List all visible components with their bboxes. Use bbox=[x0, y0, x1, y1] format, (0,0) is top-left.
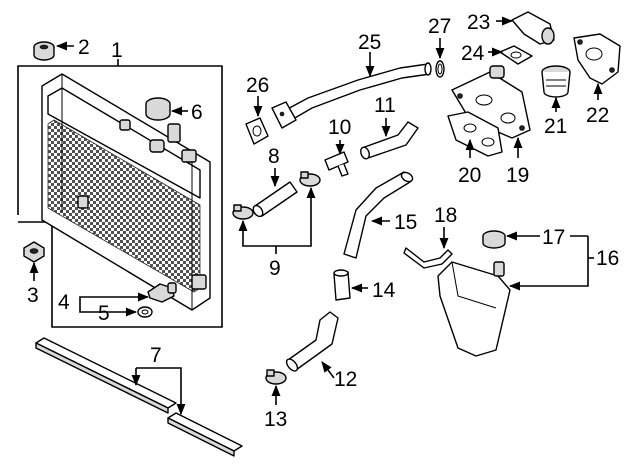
part-21-thermostat: 21 bbox=[541, 65, 571, 138]
callout-3: 3 bbox=[27, 284, 39, 307]
leader-line-16 bbox=[508, 236, 589, 291]
leader-line-12 bbox=[321, 361, 335, 379]
part-5-o-ring: 5 bbox=[79, 300, 153, 325]
callout-12: 12 bbox=[334, 368, 357, 391]
seal-strip-lower bbox=[167, 412, 243, 452]
part-9-hose-clamps: 9 bbox=[232, 171, 321, 280]
callout-23: 23 bbox=[467, 11, 490, 34]
callout-5: 5 bbox=[98, 302, 110, 325]
callout-17: 17 bbox=[542, 226, 565, 249]
callout-19: 19 bbox=[506, 164, 529, 187]
part-27-o-ring: 27 bbox=[428, 15, 451, 78]
part-25-bypass-pipe: 25 bbox=[271, 31, 432, 129]
leader-line-9a bbox=[238, 219, 276, 247]
part-19-thermostat-housing: 19 bbox=[451, 65, 531, 187]
callout-4: 4 bbox=[58, 291, 70, 314]
callout-14: 14 bbox=[372, 279, 396, 302]
part-6-radiator-cap: 6 bbox=[145, 97, 203, 124]
part-20-gasket: 20 bbox=[447, 111, 503, 187]
part-8-hose: 8 bbox=[252, 145, 298, 218]
callout-8: 8 bbox=[268, 145, 280, 168]
callout-27: 27 bbox=[428, 15, 451, 38]
part-24-outlet-gasket: 24 bbox=[461, 42, 533, 65]
callout-26: 26 bbox=[246, 74, 269, 97]
callout-18: 18 bbox=[434, 204, 457, 227]
callout-21: 21 bbox=[544, 115, 567, 138]
part-15-hose: 15 bbox=[343, 171, 417, 259]
callout-6: 6 bbox=[191, 101, 203, 124]
radiator-core bbox=[41, 73, 211, 311]
callout-13: 13 bbox=[264, 408, 287, 431]
leader-line-4 bbox=[79, 292, 150, 302]
callout-2: 2 bbox=[78, 36, 90, 59]
part-12-lower-hose: 12 bbox=[285, 311, 357, 391]
leader-line-5 bbox=[79, 300, 138, 317]
callout-20: 20 bbox=[458, 164, 481, 187]
callout-7: 7 bbox=[150, 344, 162, 367]
part-17-reservoir-cap: 17 bbox=[482, 226, 565, 249]
callout-15: 15 bbox=[394, 211, 417, 234]
part-4-drain-plug: 4 bbox=[58, 282, 177, 314]
part-26-pipe-gasket: 26 bbox=[245, 74, 269, 145]
part-2-grommet: 2 bbox=[33, 36, 90, 61]
part-18-overflow-hose: 18 bbox=[403, 204, 457, 269]
part-7-seal-strips: 7 bbox=[35, 337, 243, 457]
part-16-coolant-reservoir: 16 bbox=[437, 235, 619, 357]
callout-24: 24 bbox=[461, 42, 485, 65]
part-23-water-outlet: 23 bbox=[467, 11, 555, 45]
callout-22: 22 bbox=[586, 104, 609, 127]
part-13-hose-clamp: 13 bbox=[264, 369, 287, 431]
part-3-grommet: 3 bbox=[23, 241, 45, 307]
callout-11: 11 bbox=[374, 94, 396, 117]
callout-16: 16 bbox=[596, 247, 619, 270]
callout-9: 9 bbox=[269, 257, 281, 280]
callout-10: 10 bbox=[328, 116, 351, 139]
part-11-hose: 11 bbox=[360, 94, 419, 160]
part-22-thermostat-cover: 22 bbox=[573, 33, 621, 127]
callout-1: 1 bbox=[111, 39, 123, 62]
callout-25: 25 bbox=[358, 31, 381, 54]
leader-line-9b bbox=[276, 186, 316, 247]
part-14-short-hose: 14 bbox=[333, 269, 396, 302]
leader-line-7b bbox=[136, 367, 186, 416]
part-10-hose-connector: 10 bbox=[324, 116, 351, 177]
radiator-assembly: 1 bbox=[17, 39, 223, 328]
